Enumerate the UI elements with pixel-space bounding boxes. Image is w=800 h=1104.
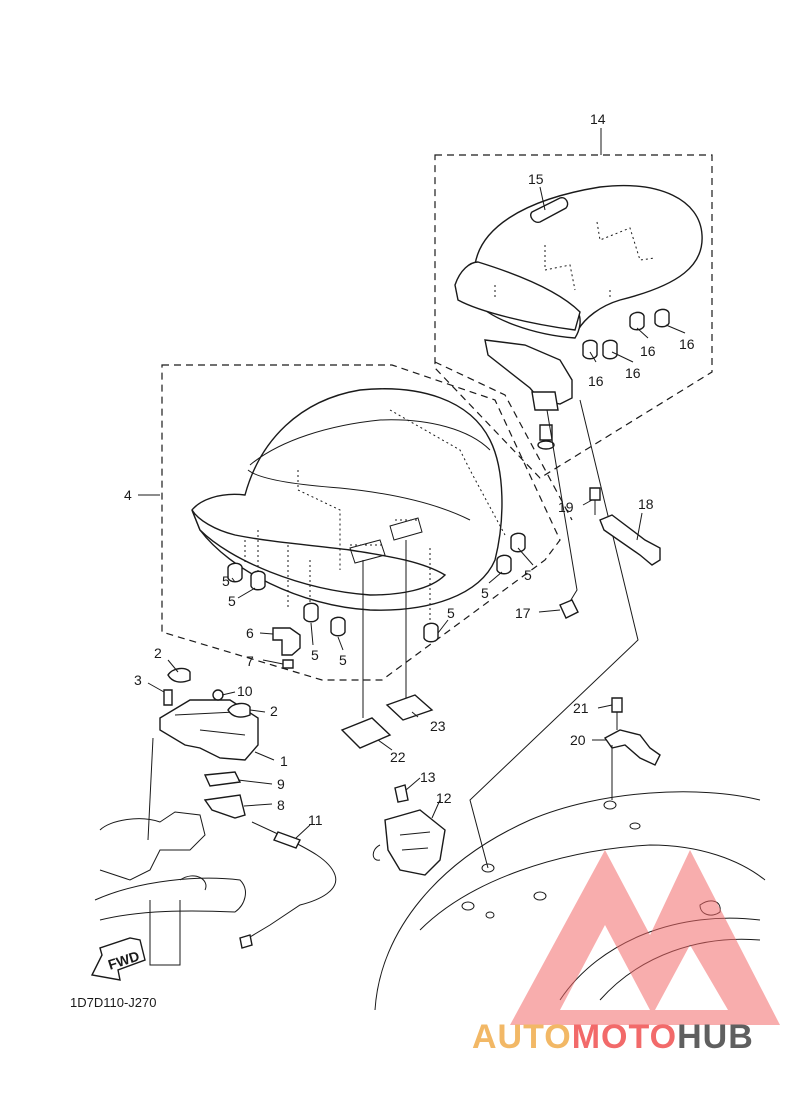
- strap-22: [340, 717, 392, 749]
- cable-11: [239, 821, 337, 949]
- bolt-17: [559, 599, 579, 619]
- callout-5b: 5: [228, 593, 236, 609]
- damper-5-group: [227, 532, 526, 643]
- callout-6: 6: [246, 625, 254, 641]
- callout-5d: 5: [481, 585, 489, 601]
- callout-5c: 5: [524, 567, 532, 583]
- callout-12: 12: [436, 790, 452, 806]
- callout-18: 18: [638, 496, 654, 512]
- cap-2a: [167, 667, 191, 683]
- callout-leaders: [138, 128, 686, 839]
- callout-3: 3: [134, 672, 142, 688]
- callout-19: 19: [558, 499, 574, 515]
- callout-8: 8: [277, 797, 285, 813]
- callout-16a: 16: [588, 373, 604, 389]
- callout-2a: 2: [154, 645, 162, 661]
- callout-4: 4: [124, 487, 132, 503]
- callout-16d: 16: [679, 336, 695, 352]
- callout-16c: 16: [640, 343, 656, 359]
- callout-13: 13: [420, 769, 436, 785]
- plate-9: [203, 771, 242, 787]
- group-14-outline: [434, 154, 713, 479]
- callout-labels: 14 15 16 16 16 16 4 19 18 5 5 5 5 5 5 5 …: [124, 111, 695, 828]
- callout-23: 23: [430, 718, 446, 734]
- group-4-outline-inner: [434, 361, 573, 521]
- damper-16-group: [582, 308, 670, 360]
- callout-5e: 5: [311, 647, 319, 663]
- rear-seat-bracket: [484, 339, 573, 450]
- main-seat: [191, 388, 506, 628]
- callout-5f: 5: [339, 652, 347, 668]
- callout-9: 9: [277, 776, 285, 792]
- callout-2b: 2: [270, 703, 278, 719]
- rear-seat-handle: [530, 196, 569, 224]
- bolt-3: [163, 689, 173, 706]
- bracket-20: [603, 697, 661, 800]
- strap-23: [385, 694, 434, 721]
- callout-14: 14: [590, 111, 606, 127]
- bracket-6: [272, 627, 301, 669]
- brand-moto: MOTO: [571, 1018, 678, 1056]
- callout-7: 7: [246, 653, 254, 669]
- callout-10: 10: [237, 683, 253, 699]
- lock-8: [203, 794, 246, 819]
- watermark-brand: AUTOMOTOHUB: [472, 1018, 754, 1057]
- callout-20: 20: [570, 732, 586, 748]
- group-4-outline: [161, 364, 561, 681]
- callout-16b: 16: [625, 365, 641, 381]
- front-bracket-1: [159, 667, 259, 819]
- fwd-arrow: FWD: [90, 937, 146, 981]
- watermark-logo: [510, 850, 780, 1025]
- callout-5a: 5: [222, 573, 230, 589]
- callout-15: 15: [528, 171, 544, 187]
- callout-5g: 5: [447, 605, 455, 621]
- callout-11: 11: [308, 812, 323, 828]
- rear-seat: [454, 184, 703, 339]
- bolt-13: [394, 784, 409, 803]
- nut-10: [212, 689, 224, 701]
- callout-17: 17: [515, 605, 531, 621]
- lock-12: [372, 784, 446, 876]
- brand-hub: HUB: [677, 1018, 754, 1056]
- bracket-18: [589, 487, 661, 566]
- callout-22: 22: [390, 749, 406, 765]
- frame-sketch: [94, 811, 246, 966]
- callout-1: 1: [280, 753, 288, 769]
- cap-2b: [227, 702, 251, 718]
- diagram-code: 1D7D110-J270: [70, 995, 157, 1010]
- brand-auto: AUTO: [472, 1018, 572, 1056]
- callout-21: 21: [573, 700, 589, 716]
